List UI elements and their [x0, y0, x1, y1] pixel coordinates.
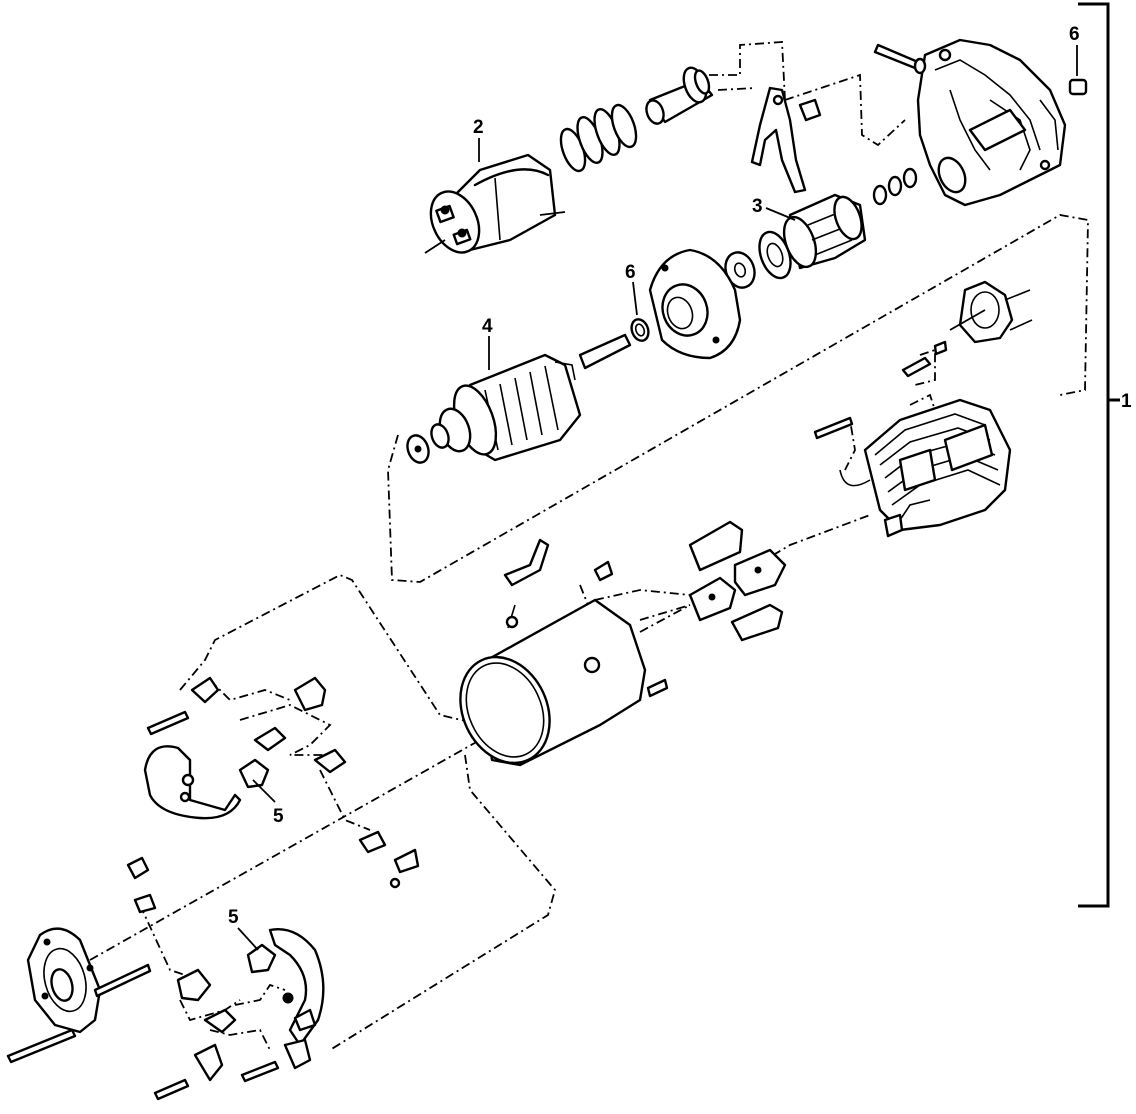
- callout-4: 4: [482, 316, 493, 337]
- brush-holder-upper: [143, 676, 420, 889]
- bolt-top: [873, 43, 927, 75]
- field-frame: [459, 598, 669, 767]
- plunger: [645, 66, 714, 125]
- solenoid: [424, 153, 566, 254]
- callout-6-top: 6: [1069, 24, 1080, 45]
- brush-holder-lower: [126, 856, 325, 1101]
- commutator-end-frame: [949, 280, 1033, 344]
- drive-pinion: [724, 193, 867, 289]
- assembly-bracket: [1078, 2, 1120, 908]
- drive-housing: [916, 38, 1067, 207]
- center-plate: [648, 248, 742, 360]
- callout-labels: 1 2 3 4 5 5 6 6: [228, 24, 1132, 928]
- callout-6-mid: 6: [625, 262, 636, 283]
- plunger-spring: [559, 103, 638, 173]
- callout-5-upper: 5: [273, 806, 284, 827]
- bushing-mid: [630, 281, 650, 342]
- pole-shoes: [688, 520, 787, 642]
- callout-2: 2: [473, 117, 484, 138]
- callout-3: 3: [752, 196, 763, 217]
- retainer-rings: [872, 167, 918, 206]
- armature: [406, 333, 632, 464]
- callout-leaders: [478, 138, 796, 221]
- bushing-top: [1068, 45, 1088, 96]
- shift-lever: [750, 86, 822, 194]
- screws-right: [813, 340, 948, 440]
- terminal-strap: [503, 538, 614, 587]
- field-coils: [839, 398, 1012, 538]
- callout-1: 1: [1121, 391, 1132, 412]
- end-plate: [6, 927, 152, 1064]
- assembly-dash-lines: [89, 41, 1089, 1051]
- callout-5-lower: 5: [228, 907, 239, 928]
